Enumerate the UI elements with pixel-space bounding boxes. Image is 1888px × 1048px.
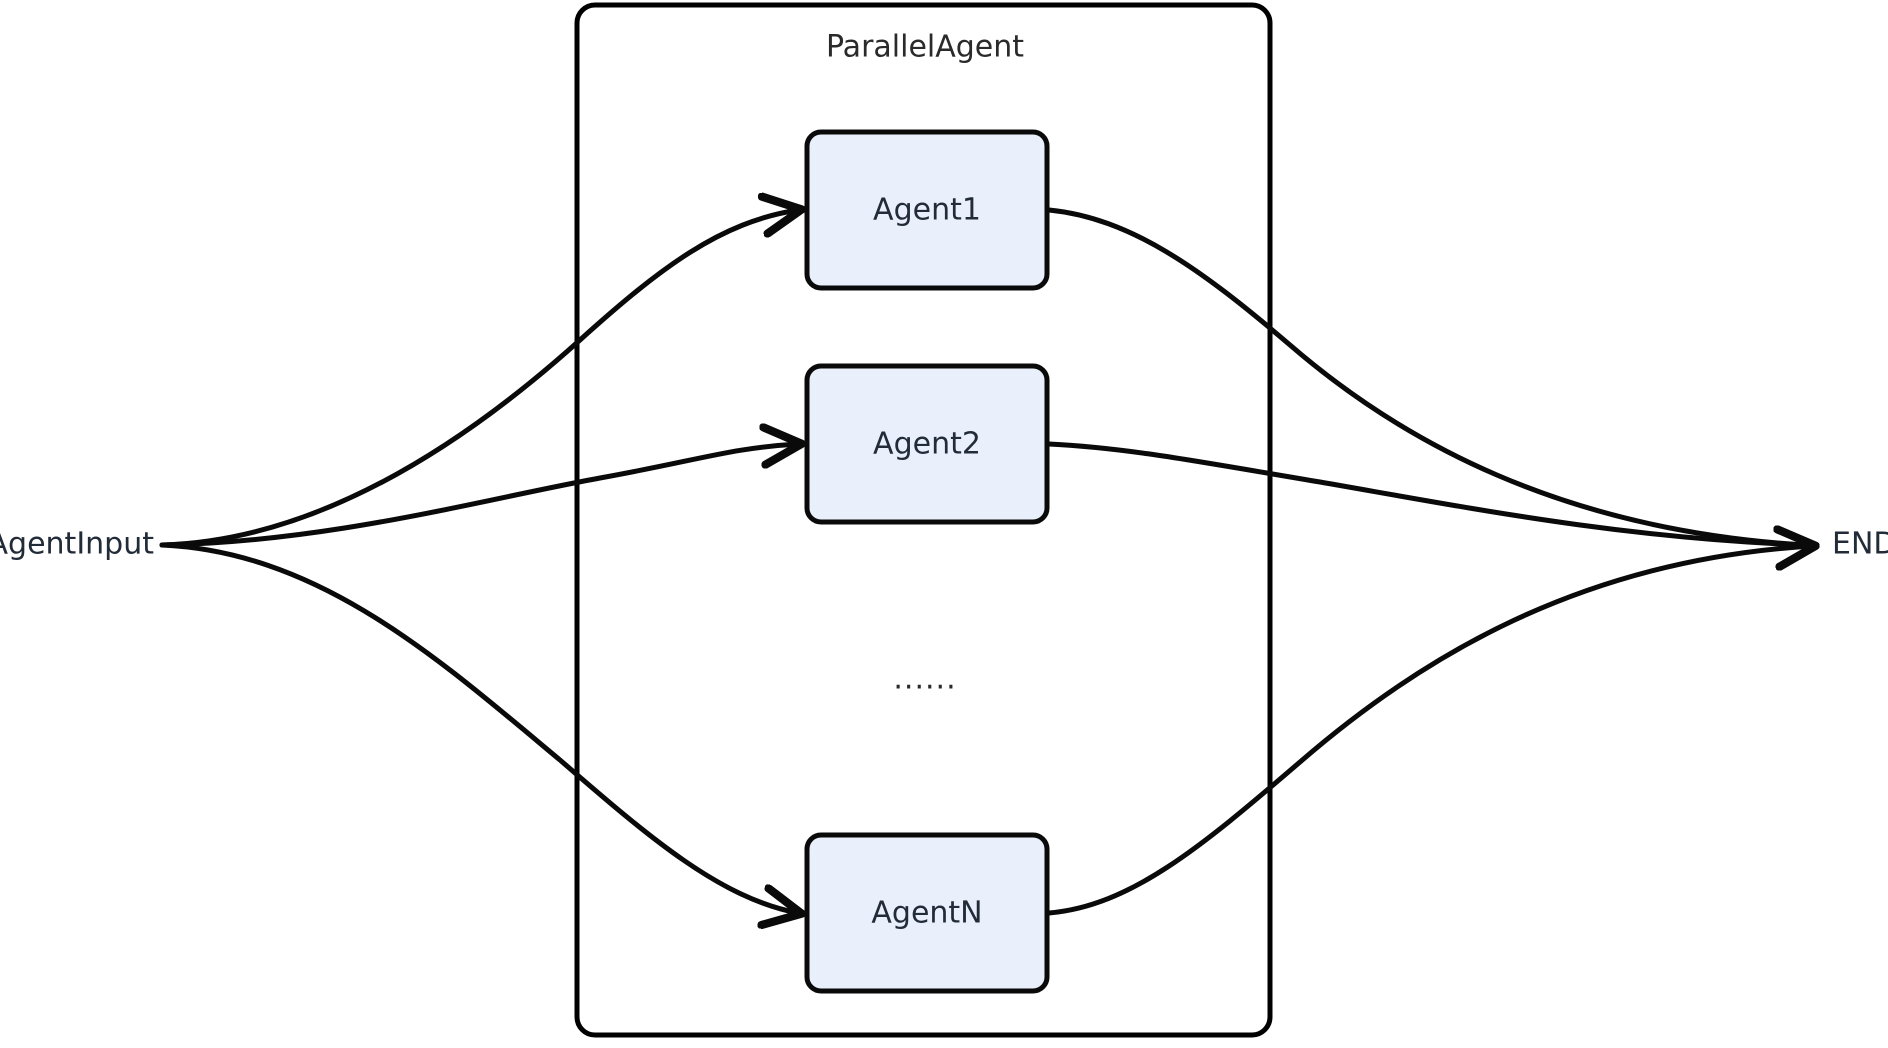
agent1-label: Agent1 xyxy=(873,193,981,228)
node-agent2[interactable]: Agent2 xyxy=(804,363,1050,525)
edge-input-to-agent2 xyxy=(159,444,798,548)
agent-input-label: AgentInput xyxy=(0,527,154,562)
edge-agentn-to-end xyxy=(1046,546,1812,916)
parallel-agent-container xyxy=(574,2,1273,1038)
edge-agent2-to-end xyxy=(1046,441,1808,548)
edge-agent1-to-end xyxy=(1046,207,1808,548)
agentn-label: AgentN xyxy=(871,896,982,931)
node-agent1[interactable]: Agent1 xyxy=(804,129,1050,291)
agent2-box[interactable] xyxy=(804,363,1050,525)
agentn-box[interactable] xyxy=(804,832,1050,994)
agent2-label: Agent2 xyxy=(873,427,981,462)
agent1-box[interactable] xyxy=(804,129,1050,291)
edge-input-to-agentn xyxy=(159,542,798,913)
node-agentn[interactable]: AgentN xyxy=(804,832,1050,994)
agents-ellipsis: ...... xyxy=(893,662,956,697)
edge-input-to-agent1 xyxy=(159,210,798,548)
parallel-agent-title: ParallelAgent xyxy=(826,30,1024,65)
end-label: END xyxy=(1832,527,1888,562)
